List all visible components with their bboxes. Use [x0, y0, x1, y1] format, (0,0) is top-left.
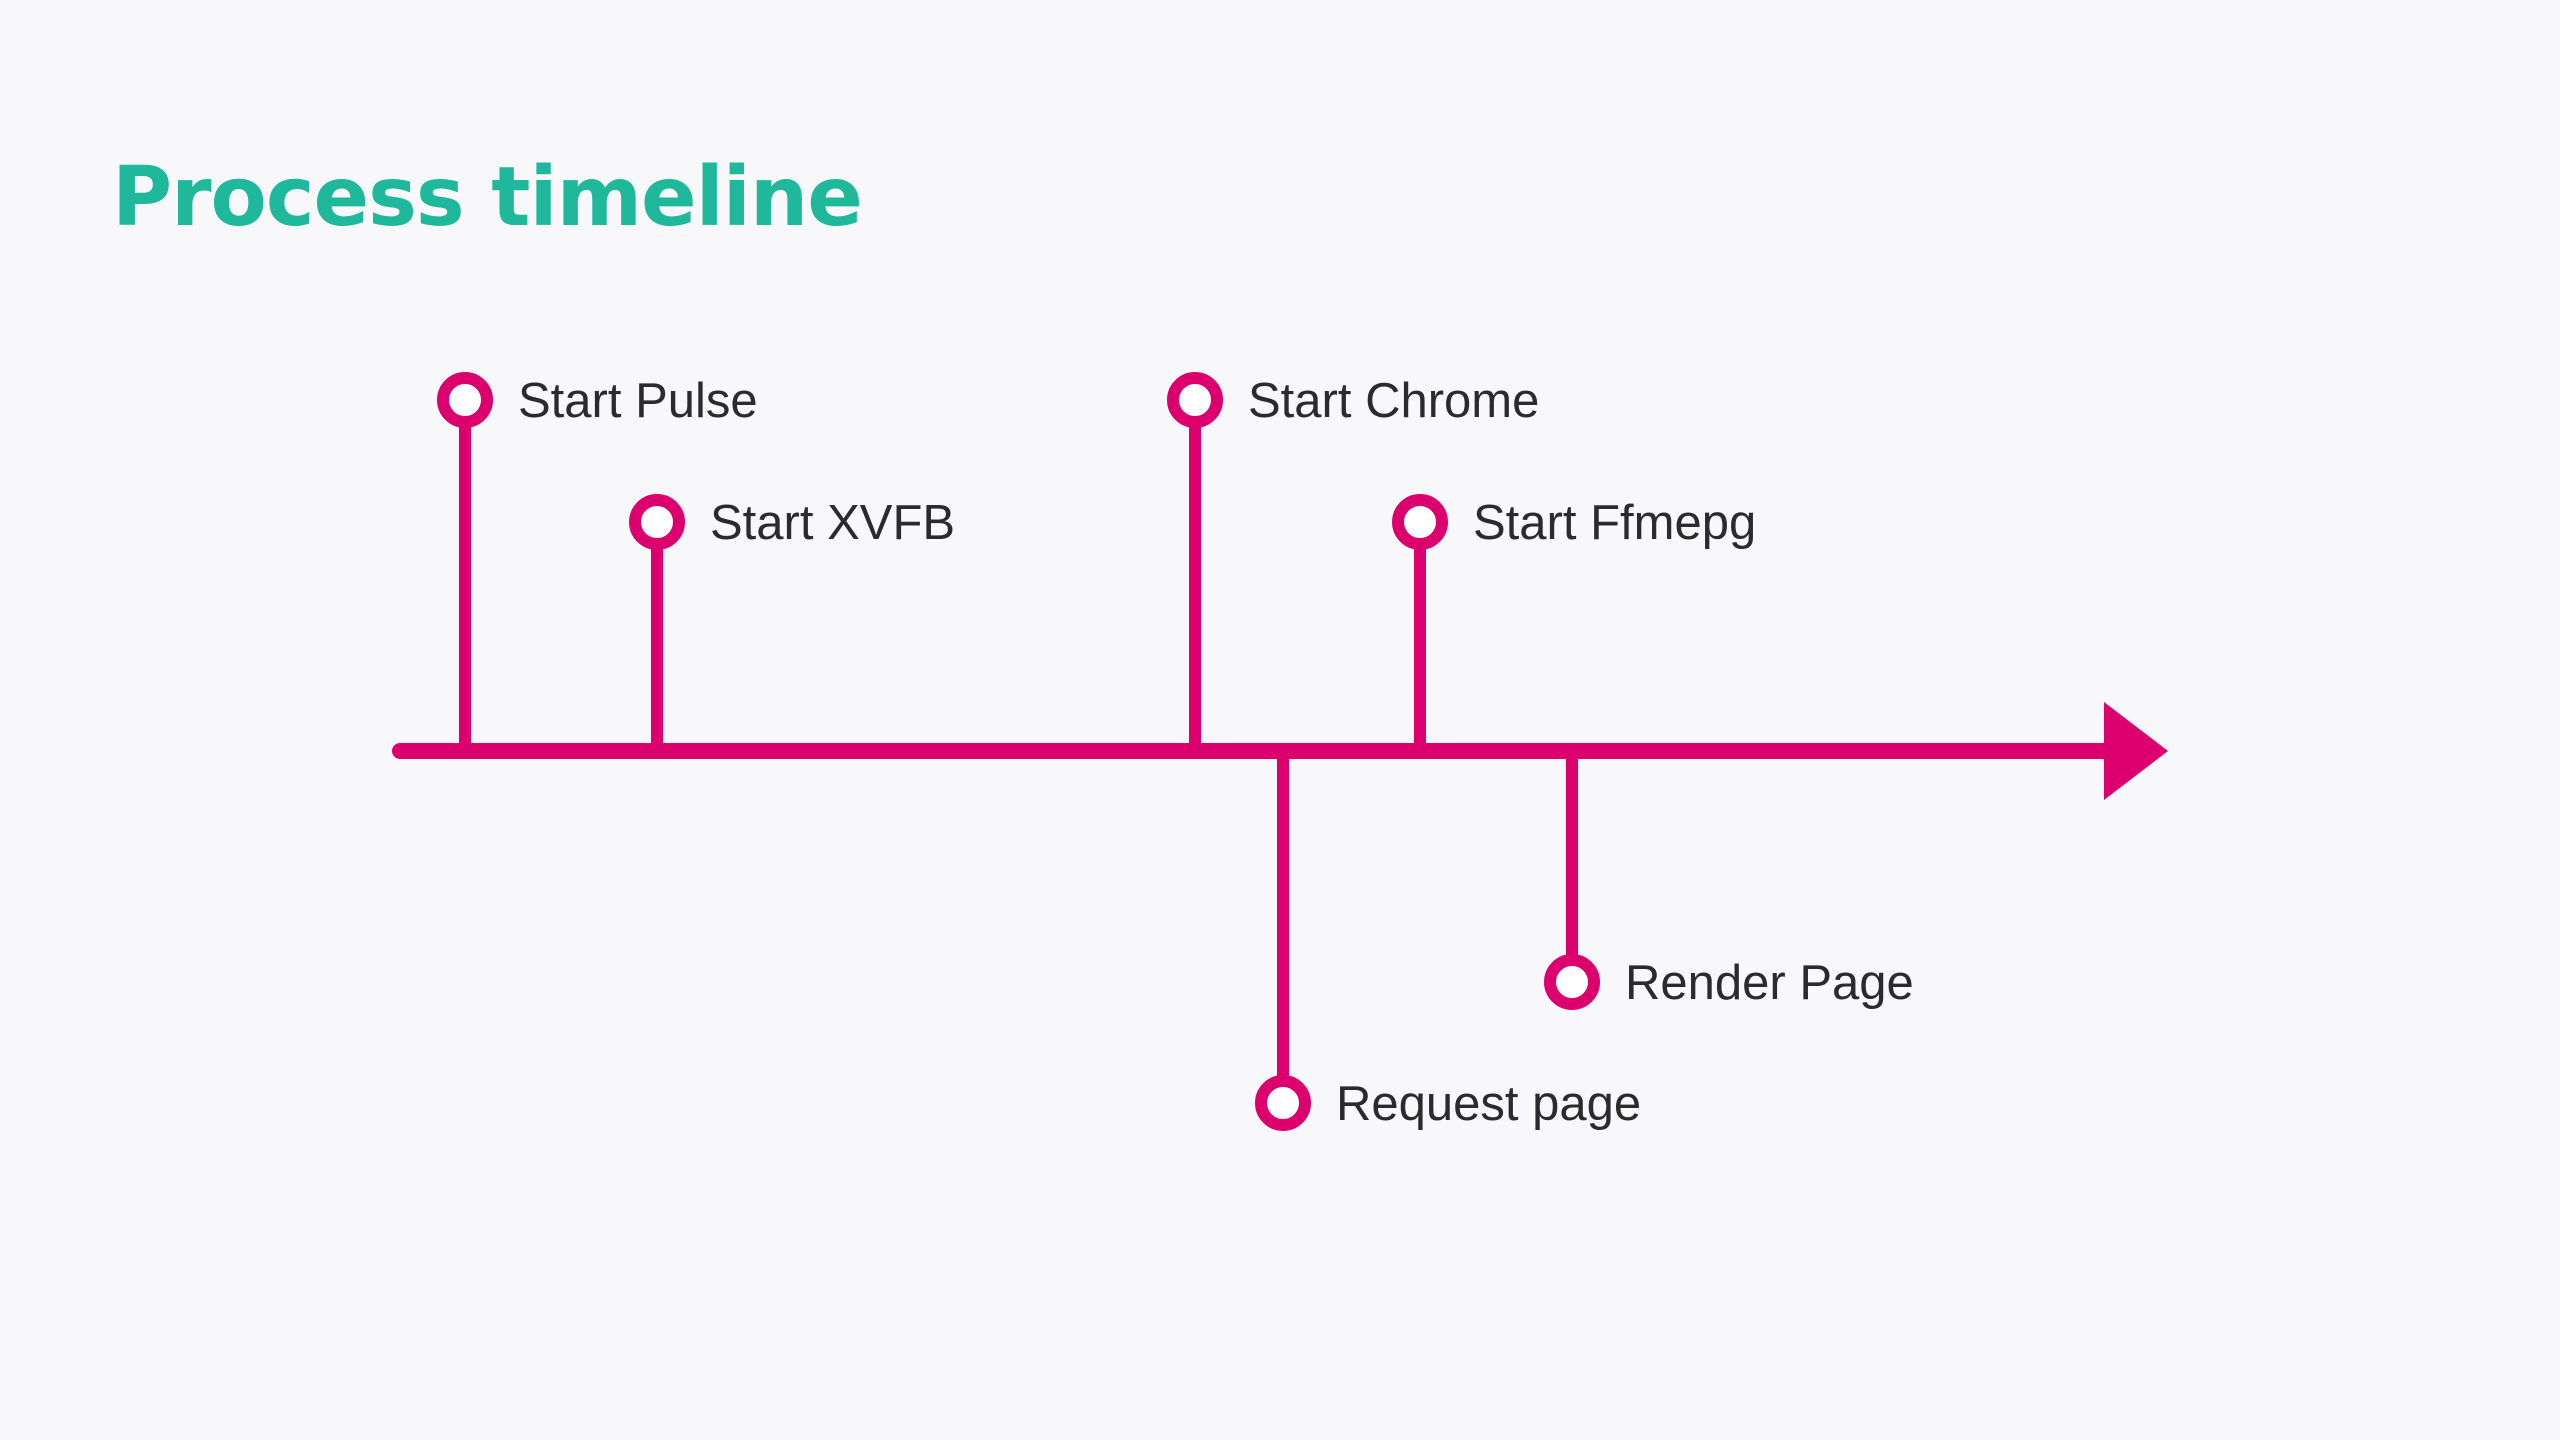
timeline-event-start-ffmepg: Start Ffmepg — [1392, 494, 1756, 751]
event-label: Request page — [1336, 1077, 1641, 1131]
timeline-event-start-chrome: Start Chrome — [1167, 372, 1539, 751]
timeline-event-request-page: Request page — [1255, 751, 1641, 1131]
event-label: Render Page — [1625, 956, 1914, 1010]
event-marker-circle — [1392, 494, 1448, 550]
event-marker-circle — [1255, 1075, 1311, 1131]
event-label: Start XVFB — [710, 496, 955, 550]
event-label: Start Chrome — [1248, 374, 1539, 428]
event-marker-circle — [437, 372, 493, 428]
slide-title: Process timeline — [112, 150, 863, 245]
event-marker-circle — [1167, 372, 1223, 428]
timeline-event-start-xvfb: Start XVFB — [629, 494, 955, 751]
timeline-event-start-pulse: Start Pulse — [437, 372, 758, 751]
timeline-event-render-page: Render Page — [1544, 751, 1914, 1010]
event-label: Start Pulse — [518, 374, 758, 428]
event-marker-circle — [629, 494, 685, 550]
event-label: Start Ffmepg — [1473, 496, 1756, 550]
event-marker-circle — [1544, 954, 1600, 1010]
timeline-arrowhead — [2104, 702, 2168, 800]
